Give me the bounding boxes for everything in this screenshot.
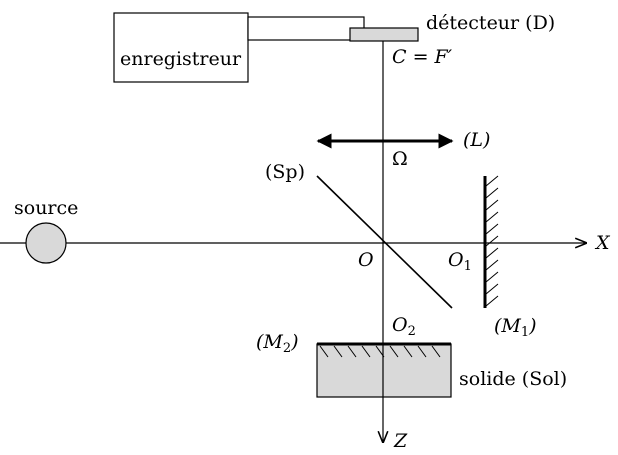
z-axis-label: Z <box>394 430 408 452</box>
o1-label: O1 <box>448 249 472 274</box>
recorder-label: enregistreur <box>120 48 242 70</box>
source-label: source <box>14 197 79 219</box>
solid-block <box>316 343 452 398</box>
o2-label: O2 <box>392 314 416 339</box>
recorder-box <box>113 12 249 83</box>
x-axis-label: X <box>596 232 610 254</box>
omega-label: Ω <box>392 148 408 170</box>
splitter-label: (Sp) <box>265 161 306 183</box>
mirror-M1-hatch <box>485 175 499 307</box>
m2-label: (M2) <box>256 331 299 356</box>
detector <box>349 27 419 42</box>
connector-bar <box>247 16 365 41</box>
source-circle <box>25 222 67 264</box>
detector-label: détecteur (D) <box>426 12 556 34</box>
solide-label: solide (Sol) <box>459 368 568 390</box>
m1-label: (M1) <box>494 315 537 340</box>
lens-label: (L) <box>463 129 491 151</box>
origin-label: O <box>358 249 374 271</box>
c-equals-fprime-label: C = F′ <box>392 46 453 68</box>
mirror-M2-hatch <box>319 345 441 358</box>
beam-splitter <box>316 175 453 309</box>
